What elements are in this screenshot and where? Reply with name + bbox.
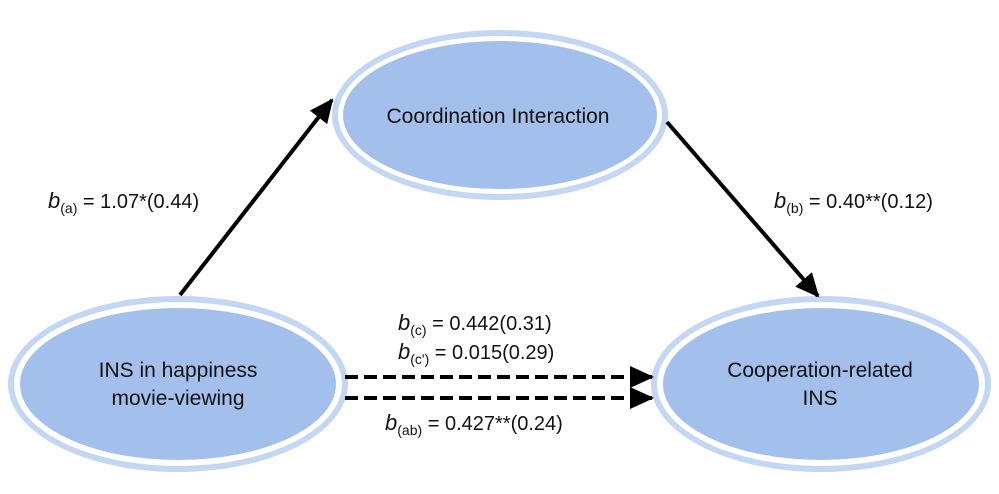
path-b-value: = 0.40**(0.12) (803, 191, 933, 213)
path-ab-value: = 0.427**(0.24) (422, 413, 563, 435)
node-mediator: Coordination Interaction (332, 30, 668, 200)
path-a-value: = 1.07*(0.44) (77, 191, 199, 213)
path-b-arrow (665, 120, 820, 298)
path-c-prime-label: b(c') = 0.015(0.29) (398, 339, 554, 367)
path-c-prime-value: = 0.015(0.29) (429, 342, 554, 364)
node-independent-label-line2: movie-viewing (111, 387, 244, 410)
path-ab-coef: b (385, 410, 397, 435)
node-independent-label-line1: INS in happiness (99, 359, 258, 382)
path-c-value: = 0.442(0.31) (427, 313, 552, 335)
node-dependent-label-line1: Cooperation-related (727, 359, 913, 382)
node-dependent: Cooperation-related INS (651, 296, 991, 472)
node-dependent-fill (663, 308, 979, 460)
node-independent: INS in happiness movie-viewing (8, 296, 348, 472)
path-b-coef: b (774, 188, 786, 213)
path-c-prime-coef: b (398, 339, 410, 364)
path-c-label: b(c) = 0.442(0.31) (398, 310, 552, 338)
path-a-coef: b (48, 188, 60, 213)
path-a-sub: (a) (60, 200, 77, 216)
path-c-sub: (c) (410, 322, 426, 338)
path-a-arrow (178, 98, 334, 297)
node-independent-fill (20, 308, 336, 460)
path-b-sub: (b) (786, 200, 803, 216)
path-c-prime-sub: (c') (410, 351, 429, 367)
path-ab-sub: (ab) (397, 422, 422, 438)
path-b-label: b(b) = 0.40**(0.12) (774, 188, 933, 216)
path-ab-label: b(ab) = 0.427**(0.24) (385, 410, 563, 438)
node-mediator-label: Coordination Interaction (387, 105, 610, 128)
path-c-coef: b (398, 310, 410, 335)
node-dependent-label-line2: INS (802, 387, 837, 410)
path-a-label: b(a) = 1.07*(0.44) (48, 188, 199, 216)
node-mediator-fill (343, 41, 657, 189)
